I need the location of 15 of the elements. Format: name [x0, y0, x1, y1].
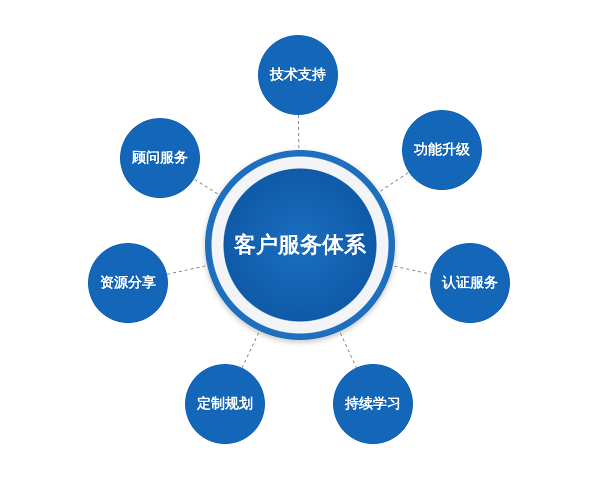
dashed-connector [380, 172, 410, 192]
node-label: 技术支持 [270, 66, 326, 84]
dashed-connector [166, 265, 206, 275]
node-label: 定制规划 [197, 395, 253, 413]
dashed-connector [193, 178, 218, 194]
dashed-connector [298, 114, 300, 148]
node-label: 顾问服务 [132, 149, 188, 167]
node-label: 客户服务体系 [234, 232, 366, 260]
node-label: 认证服务 [442, 274, 498, 292]
dashed-connector [340, 332, 357, 368]
node-label: 功能升级 [414, 141, 470, 159]
dashed-connector [394, 266, 432, 275]
node-label: 持续学习 [345, 395, 401, 413]
node-label: 资源分享 [100, 274, 156, 292]
dashed-connector [242, 332, 260, 368]
